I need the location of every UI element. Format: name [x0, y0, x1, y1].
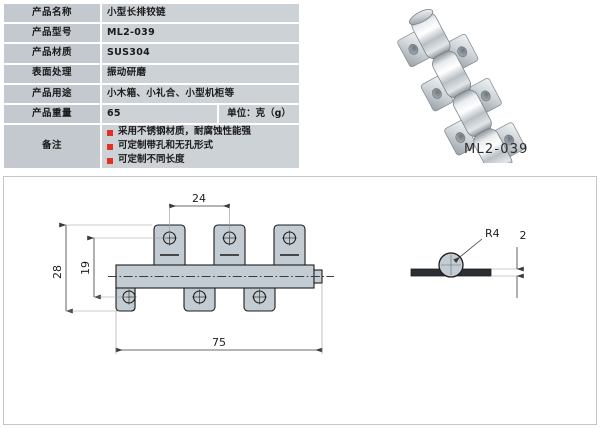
side-view: R4 2 [410, 227, 527, 298]
table-row: 产品重量 65 单位：克（g） [3, 104, 300, 125]
dimension-label-24: 24 [192, 192, 206, 205]
dimension-radius: R4 [453, 227, 500, 264]
bullet-square-icon [107, 157, 113, 164]
spec-label-surface-treatment: 表面处理 [3, 63, 101, 84]
dimension-tab-pitch: 24 [169, 192, 230, 235]
bullet-square-icon [107, 143, 113, 150]
spec-label-remark: 备注 [3, 124, 101, 169]
dimension-label-2: 2 [520, 229, 527, 242]
spec-value-weight-unit: 单位：克（g） [218, 104, 300, 125]
front-view: 28 19 24 [51, 192, 334, 354]
table-row: 产品名称 小型长排铰链 [3, 3, 300, 24]
spec-value-remark: 采用不锈钢材质，耐腐蚀性能强 可定制带孔和无孔形式 可定制不同长度 [101, 124, 300, 169]
dimension-label-19: 19 [79, 261, 92, 275]
bullet-square-icon [107, 129, 113, 136]
spec-label-usage: 产品用途 [3, 83, 101, 105]
dimension-height-inner: 19 [79, 235, 167, 300]
remark-item-text: 可定制带孔和无孔形式 [118, 140, 214, 152]
table-row: 产品材质 SUS304 [3, 43, 300, 64]
remark-item-text: 可定制不同长度 [118, 154, 185, 166]
spec-value-surface-treatment: 振动研磨 [101, 63, 300, 84]
table-row-remark: 备注 采用不锈钢材质，耐腐蚀性能强 可定制带孔和无孔形式 可定制不同长度 [3, 124, 300, 169]
technical-drawing: 28 19 24 [51, 192, 527, 354]
technical-drawing-panel: 28 19 24 [3, 176, 597, 425]
dimension-thickness: 2 [491, 229, 527, 298]
spec-value-material: SUS304 [101, 43, 300, 64]
dimension-label-75: 75 [212, 336, 226, 349]
spec-value-usage: 小木箱、小礼合、小型机柜等 [101, 83, 300, 105]
remark-item: 可定制不同长度 [107, 154, 294, 168]
dimension-label-r4: R4 [485, 227, 500, 240]
product-photo-area: ML2-039 [306, 3, 597, 169]
specification-table: 产品名称 小型长排铰链 产品型号 ML2-039 产品材质 SUS304 表面处… [3, 3, 300, 169]
dimension-height-overall: 28 [51, 222, 152, 314]
remark-item-text: 采用不锈钢材质，耐腐蚀性能强 [118, 126, 252, 138]
remark-item: 采用不锈钢材质，耐腐蚀性能强 [107, 126, 294, 140]
dimension-length-overall: 75 [115, 283, 323, 354]
hinge-product-photo: ML2-039 [397, 9, 529, 163]
upper-tabs [153, 224, 306, 272]
product-photo-caption: ML2-039 [464, 142, 529, 157]
spec-value-product-name: 小型长排铰链 [101, 3, 300, 24]
spec-label-product-name: 产品名称 [3, 3, 101, 24]
top-panel: 产品名称 小型长排铰链 产品型号 ML2-039 产品材质 SUS304 表面处… [0, 0, 600, 172]
spec-label-model: 产品型号 [3, 23, 101, 44]
table-row: 表面处理 振动研磨 [3, 63, 300, 84]
spec-value-weight: 65 [101, 104, 218, 125]
table-row: 产品用途 小木箱、小礼合、小型机柜等 [3, 83, 300, 105]
remark-item: 可定制带孔和无孔形式 [107, 140, 294, 154]
table-row: 产品型号 ML2-039 [3, 23, 300, 44]
dimension-label-28: 28 [51, 265, 64, 279]
spec-label-material: 产品材质 [3, 43, 101, 64]
spec-label-weight: 产品重量 [3, 104, 101, 125]
spec-value-model: ML2-039 [101, 23, 300, 44]
